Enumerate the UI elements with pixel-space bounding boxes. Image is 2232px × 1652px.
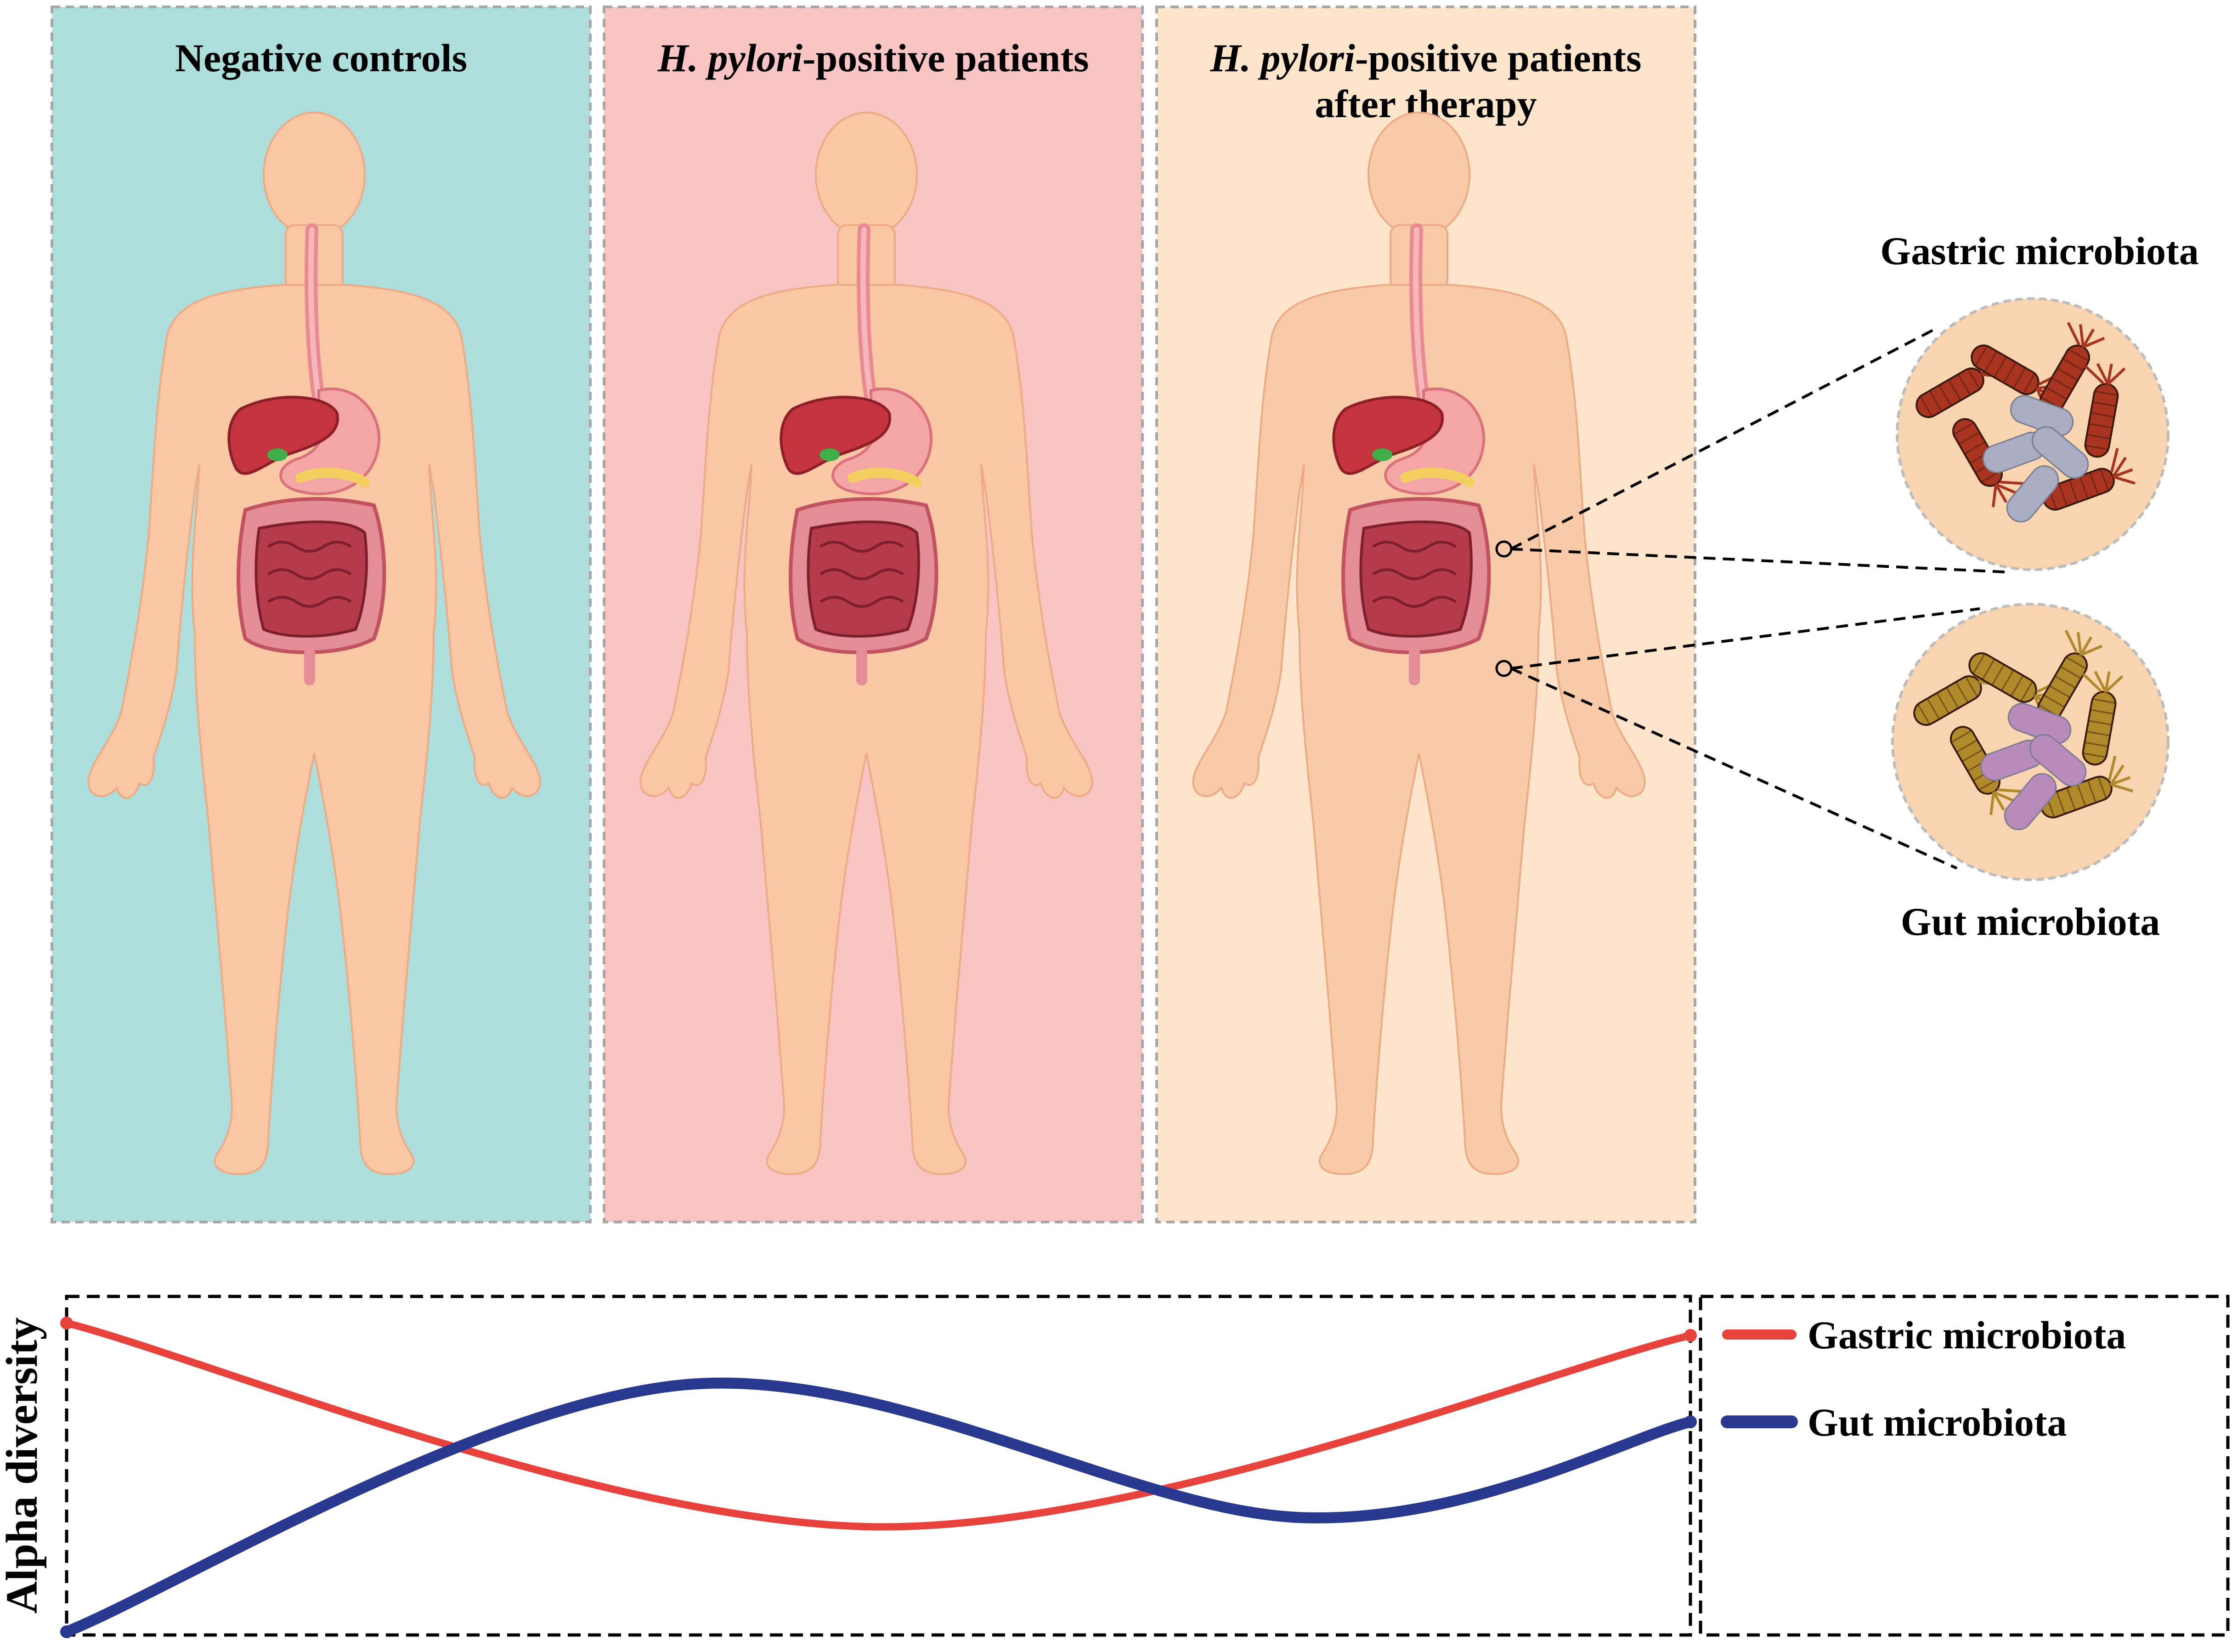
bacterium-coccoid-icon: [2004, 773, 2057, 831]
series-start-dot: [60, 1317, 73, 1330]
bacterium-coccoid-icon: [2029, 734, 2087, 787]
panel-title: H. pylori-positive patients: [1210, 36, 1642, 80]
panel-title-italic: H. pylori: [657, 36, 802, 80]
series-start-dot: [60, 1625, 73, 1638]
bacterium-coccoid-icon: [2031, 426, 2089, 479]
panel-title-text: Negative controls: [175, 36, 467, 80]
leader-line: [1510, 607, 1980, 670]
panel-title-italic: H. pylori: [1210, 36, 1355, 80]
panel-title-text: -positive patients: [1355, 36, 1642, 80]
bacterium-coccoid-icon: [2010, 395, 2074, 437]
panel-title: Negative controls: [175, 36, 467, 80]
y-axis-label: Alpha diversity: [0, 1317, 47, 1613]
bacterium-rod-icon: [2084, 363, 2126, 458]
gastric-microbiota-label: Gastric microbiota: [1880, 229, 2198, 273]
bacterium-coccoid-icon: [2006, 465, 2059, 523]
panel-2: H. pylori-positive patients: [603, 6, 1144, 1223]
series-end-dot: [1684, 1415, 1697, 1429]
series-line-gut: [61, 1377, 1696, 1637]
series-line-gastric: [63, 1319, 1694, 1531]
legend-frame: [1699, 1295, 2230, 1637]
panel-title: H. pylori-positive patients: [657, 36, 1089, 80]
gut-microbiota-label: Gut microbiota: [1901, 900, 2160, 944]
gastric-microbiota-circle: [1896, 297, 2170, 571]
leader-line: [1510, 327, 1937, 550]
legend-label: Gut microbiota: [1808, 1400, 2067, 1444]
panel-title-text: -positive patients: [802, 36, 1089, 80]
panel-1: Negative controls: [51, 6, 592, 1223]
leader-line: [1510, 667, 1958, 870]
legend-label: Gastric microbiota: [1808, 1313, 2126, 1357]
bacterium-rod-icon: [2082, 671, 2124, 766]
chart-frame: [65, 1295, 1692, 1637]
bacterium-coccoid-icon: [2007, 702, 2072, 745]
gut-microbiota-circle: [1891, 603, 2170, 881]
series-end-dot: [1684, 1329, 1697, 1342]
leader-line: [1510, 548, 2006, 573]
